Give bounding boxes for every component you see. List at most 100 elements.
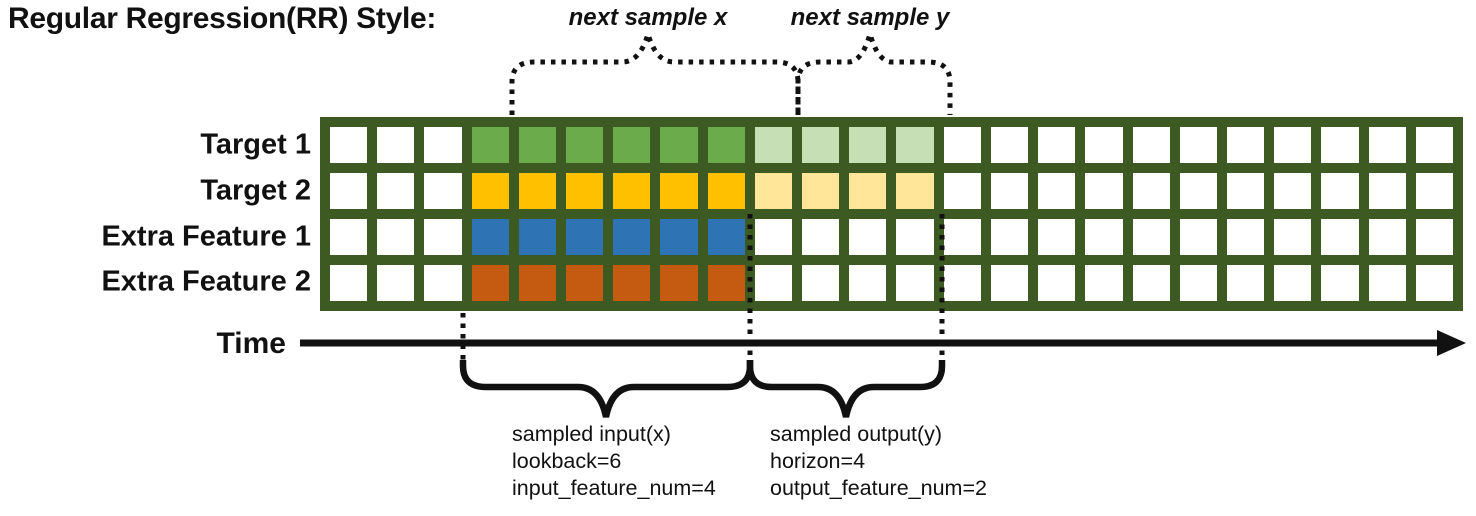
grid-cell [424,127,462,163]
grid-cell [754,265,793,301]
grid-cell [1274,127,1312,163]
row-label-target-2: Target 2 [200,174,311,207]
next-sample-y-label: next sample y [790,4,950,31]
grid-cell [1132,265,1170,301]
grid-cell [1179,127,1217,163]
grid-cell [1415,265,1453,301]
grid-cell [896,173,934,209]
grid-cell [1038,219,1076,255]
grid-cell [849,127,887,163]
grid-cell [802,127,840,163]
grid-cell [330,173,368,209]
grid-cell [754,219,793,255]
grid-cell [471,265,509,301]
next-sample-x-brace [509,24,801,115]
row-label-target-1: Target 1 [200,128,311,161]
sampled-input-title: sampled input(x) [512,422,671,446]
grid-cell [1321,219,1359,255]
grid-cell [613,173,651,209]
grid-cell [1132,127,1170,163]
grid-cell [754,173,793,209]
grid-cell [1038,127,1076,163]
grid-cell [471,173,509,209]
grid-cell [1226,219,1265,255]
grid-cell [566,219,604,255]
grid-cell [566,127,604,163]
grid-cell [660,127,698,163]
grid-cell [849,219,887,255]
grid-cell [896,219,934,255]
grid-cell [896,265,934,301]
sampled-output-annotation: sampled output(y) horizon=4 output_featu… [770,421,987,502]
grid-cell [754,127,793,163]
input-feature-num: input_feature_num=4 [512,476,716,500]
horizon-value: horizon=4 [770,449,866,473]
grid-cell [1226,173,1265,209]
time-arrow-head [1437,330,1466,356]
sample-grid [320,117,1463,311]
grid-cell [377,173,415,209]
grid-cell [330,265,368,301]
row-label-extra-feature-2: Extra Feature 2 [101,265,311,298]
next-sample-y-brace [795,24,953,115]
grid-cell [660,265,698,301]
grid-cell [1415,173,1453,209]
grid-cell [1415,219,1453,255]
grid-cell [943,173,981,209]
grid-cell [990,265,1029,301]
lookback-value: lookback=6 [512,449,622,473]
grid-cell [377,127,415,163]
grid-cell [1415,127,1453,163]
grid-cell [424,265,462,301]
grid-cell [1226,127,1265,163]
grid-cell [1038,173,1076,209]
grid-cell [1321,173,1359,209]
grid-cell [518,265,557,301]
input-range-brace [459,360,754,418]
grid-cell [849,265,887,301]
grid-cell [660,173,698,209]
grid-cell [943,265,981,301]
grid-cell [990,173,1029,209]
grid-cell [1085,219,1123,255]
grid-cell [707,219,745,255]
grid-cell [1274,173,1312,209]
grid-cell [1368,219,1406,255]
grid-cell [707,265,745,301]
grid-cell [1132,219,1170,255]
grid-cell [1321,127,1359,163]
grid-cell [1368,265,1406,301]
grid-cell [943,219,981,255]
time-axis-label: Time [216,327,286,360]
grid-cell [471,127,509,163]
grid-cell [1368,173,1406,209]
grid-cell [613,265,651,301]
sampled-input-annotation: sampled input(x) lookback=6 input_featur… [512,421,716,502]
grid-cell [990,219,1029,255]
grid-cell [330,127,368,163]
grid-cell [471,219,509,255]
grid-cell [707,173,745,209]
grid-cell [1179,265,1217,301]
grid-cell [1085,127,1123,163]
grid-cell [566,265,604,301]
grid-cell [1179,173,1217,209]
grid-cell [1038,265,1076,301]
grid-cell [849,173,887,209]
sampled-output-title: sampled output(y) [770,422,943,446]
grid-cell [802,173,840,209]
output-feature-num: output_feature_num=2 [770,476,987,500]
grid-cell [566,173,604,209]
row-label-extra-feature-1: Extra Feature 1 [101,220,311,252]
grid-cell [613,219,651,255]
output-range-brace [746,360,946,418]
diagram-title: Regular Regression(RR) Style: [8,2,437,35]
grid-cell [613,127,651,163]
grid-cell [1321,265,1359,301]
grid-cell [424,219,462,255]
grid-cell [518,219,557,255]
grid-cell [802,219,840,255]
grid-cell [1132,173,1170,209]
grid-cell [377,219,415,255]
